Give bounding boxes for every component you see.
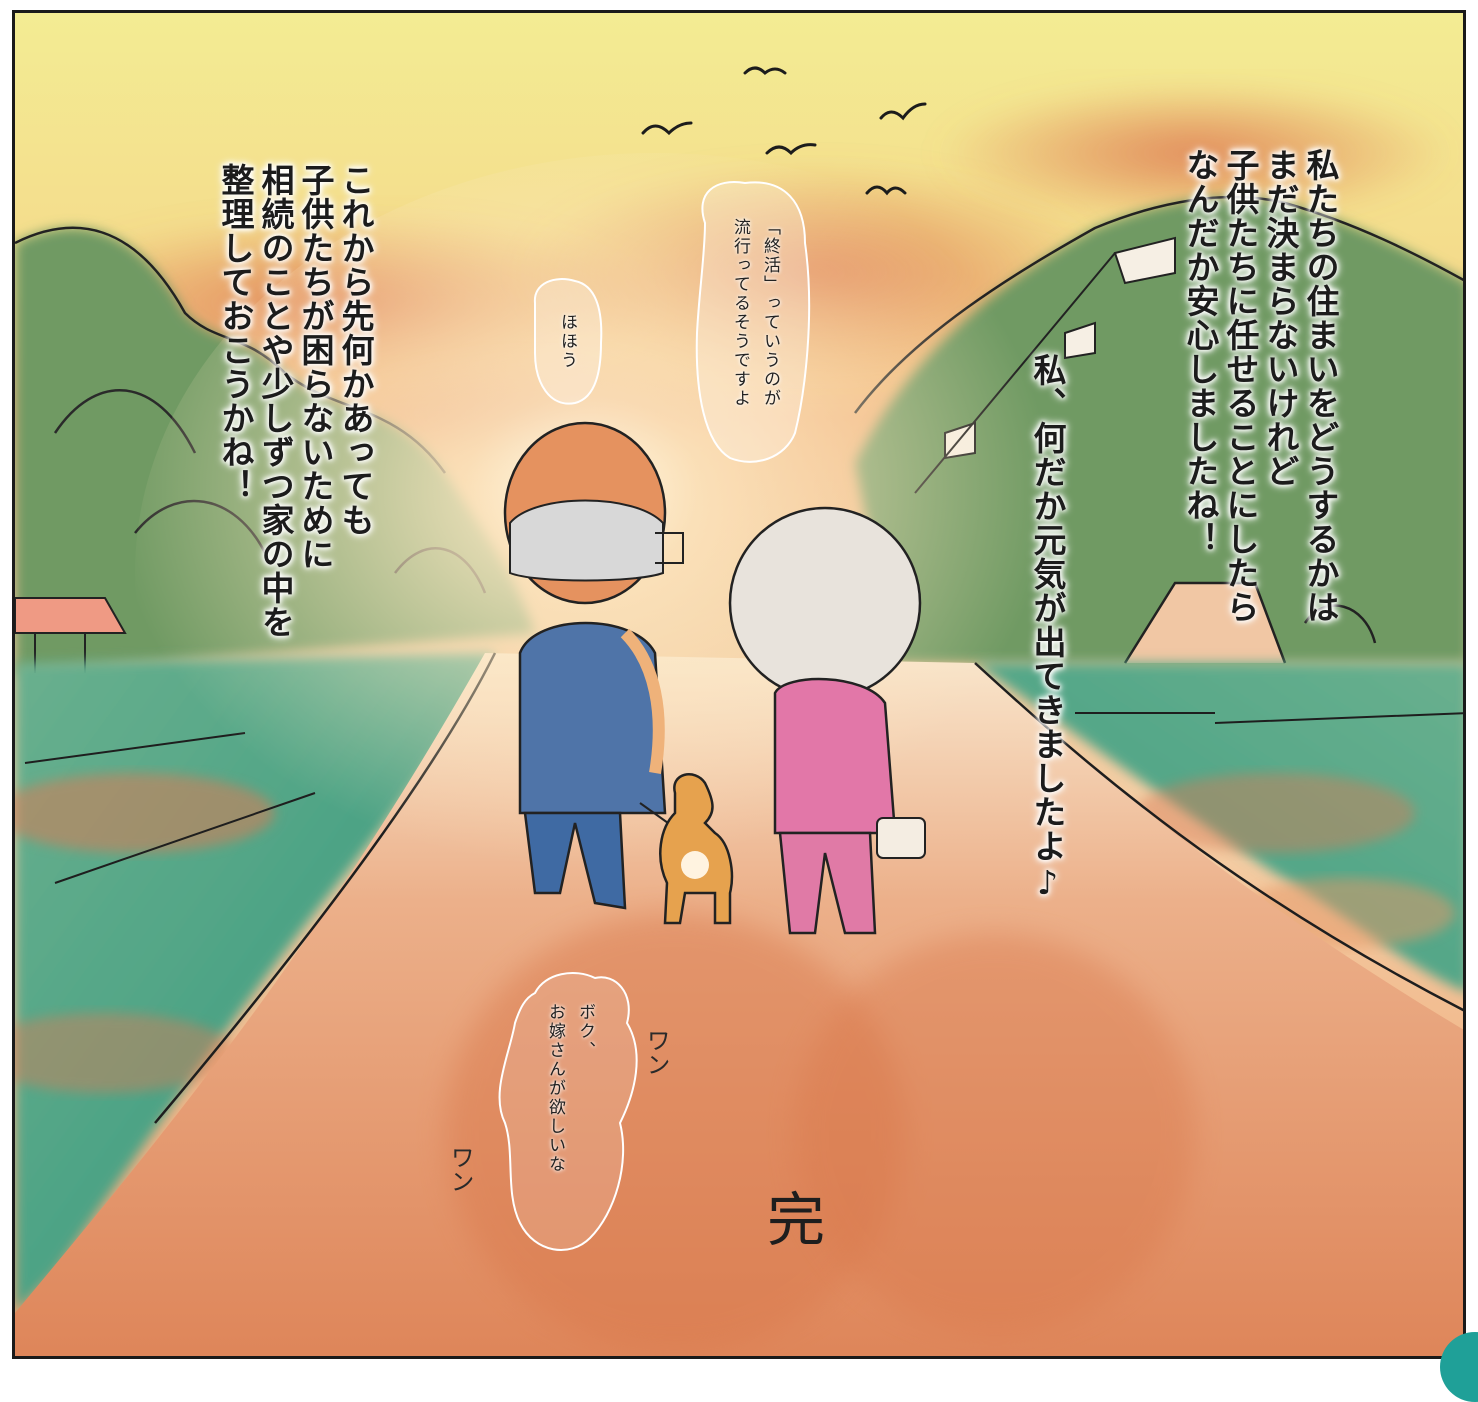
shiba-dog-figure bbox=[659, 773, 734, 925]
woman-trousers bbox=[778, 831, 877, 935]
man-hair bbox=[509, 499, 664, 582]
dog-tail-spot bbox=[681, 851, 709, 879]
old-woman-figure bbox=[728, 506, 926, 935]
birds bbox=[641, 66, 927, 196]
dog-body bbox=[659, 773, 734, 925]
right-bush bbox=[1303, 604, 1377, 644]
field-flowers bbox=[1135, 773, 1415, 853]
man-trousers bbox=[523, 811, 627, 910]
shukatsu-bubble-text: 「終活」っていうのが 流行ってるそうですよ bbox=[725, 218, 785, 408]
bird-icon bbox=[765, 143, 817, 156]
woman-jacket bbox=[773, 677, 897, 835]
narration-line: これから先何かあっても bbox=[336, 163, 375, 537]
narration-line: 整理しておこうかね！ bbox=[216, 163, 255, 503]
bird-icon bbox=[865, 185, 907, 196]
sfx-wan-top: ワン bbox=[642, 1028, 670, 1076]
comic-panel: これから先何かあっても 子供たちが困らないために 相続のことや少しずつ家の中を … bbox=[12, 10, 1466, 1359]
man-scarf bbox=[620, 628, 665, 774]
bird-icon bbox=[641, 121, 693, 136]
field-lines bbox=[24, 712, 1463, 884]
narration-right: 私たちの住まいをどうするかは まだ決まらないけれど 子供たちに任せることにしたら… bbox=[1180, 148, 1340, 624]
bird-icon bbox=[743, 66, 787, 76]
narration-line: 子供たちが困らないために bbox=[296, 163, 335, 571]
bubble-line: 流行ってるそうですよ bbox=[730, 218, 750, 408]
narration-line: まだ決まらないけれど bbox=[1261, 148, 1300, 488]
left-house-roof bbox=[15, 597, 127, 634]
field-flowers bbox=[15, 773, 275, 853]
road-shadow bbox=[445, 913, 905, 1353]
narration-line: 相続のことや少しずつ家の中を bbox=[256, 163, 295, 639]
bubble-line: ボク、 bbox=[575, 1003, 595, 1060]
narration-left: これから先何かあっても 子供たちが困らないために 相続のことや少しずつ家の中を … bbox=[215, 163, 375, 639]
sunset-road-scene bbox=[15, 13, 1463, 1356]
glasses-icon bbox=[655, 532, 684, 564]
bird-icon bbox=[879, 102, 927, 121]
bubble-line: お嫁さんが欲しいな bbox=[545, 1003, 565, 1174]
bubble-line: 「終活」っていうのが bbox=[760, 218, 780, 408]
end-mark: 完 bbox=[767, 1186, 826, 1254]
hohou-bubble bbox=[533, 278, 603, 405]
dog-bubble bbox=[498, 972, 638, 1251]
road-shadow bbox=[795, 933, 1195, 1333]
narration-right-second: 私、何だか元気が出てきましたよ♪ bbox=[1028, 353, 1067, 903]
shukatsu-bubble bbox=[695, 181, 811, 463]
field-flowers bbox=[15, 1013, 235, 1093]
hohou-bubble-text: ほほう bbox=[557, 313, 577, 370]
narration-line: 私たちの住まいをどうするかは bbox=[1301, 148, 1340, 624]
old-man-figure bbox=[503, 421, 684, 910]
narration-line: なんだか安心しましたね！ bbox=[1181, 148, 1220, 556]
sunset-cloud bbox=[935, 83, 1455, 223]
dog-bubble-text: ボク、 お嫁さんが欲しいな bbox=[540, 1003, 600, 1174]
man-jacket bbox=[518, 621, 667, 815]
woman-bag bbox=[876, 817, 926, 859]
narration-line: 子供たちに任せることにしたら bbox=[1221, 148, 1260, 624]
woman-hair bbox=[728, 506, 922, 700]
sfx-wan-bottom: ワン bbox=[446, 1145, 474, 1193]
